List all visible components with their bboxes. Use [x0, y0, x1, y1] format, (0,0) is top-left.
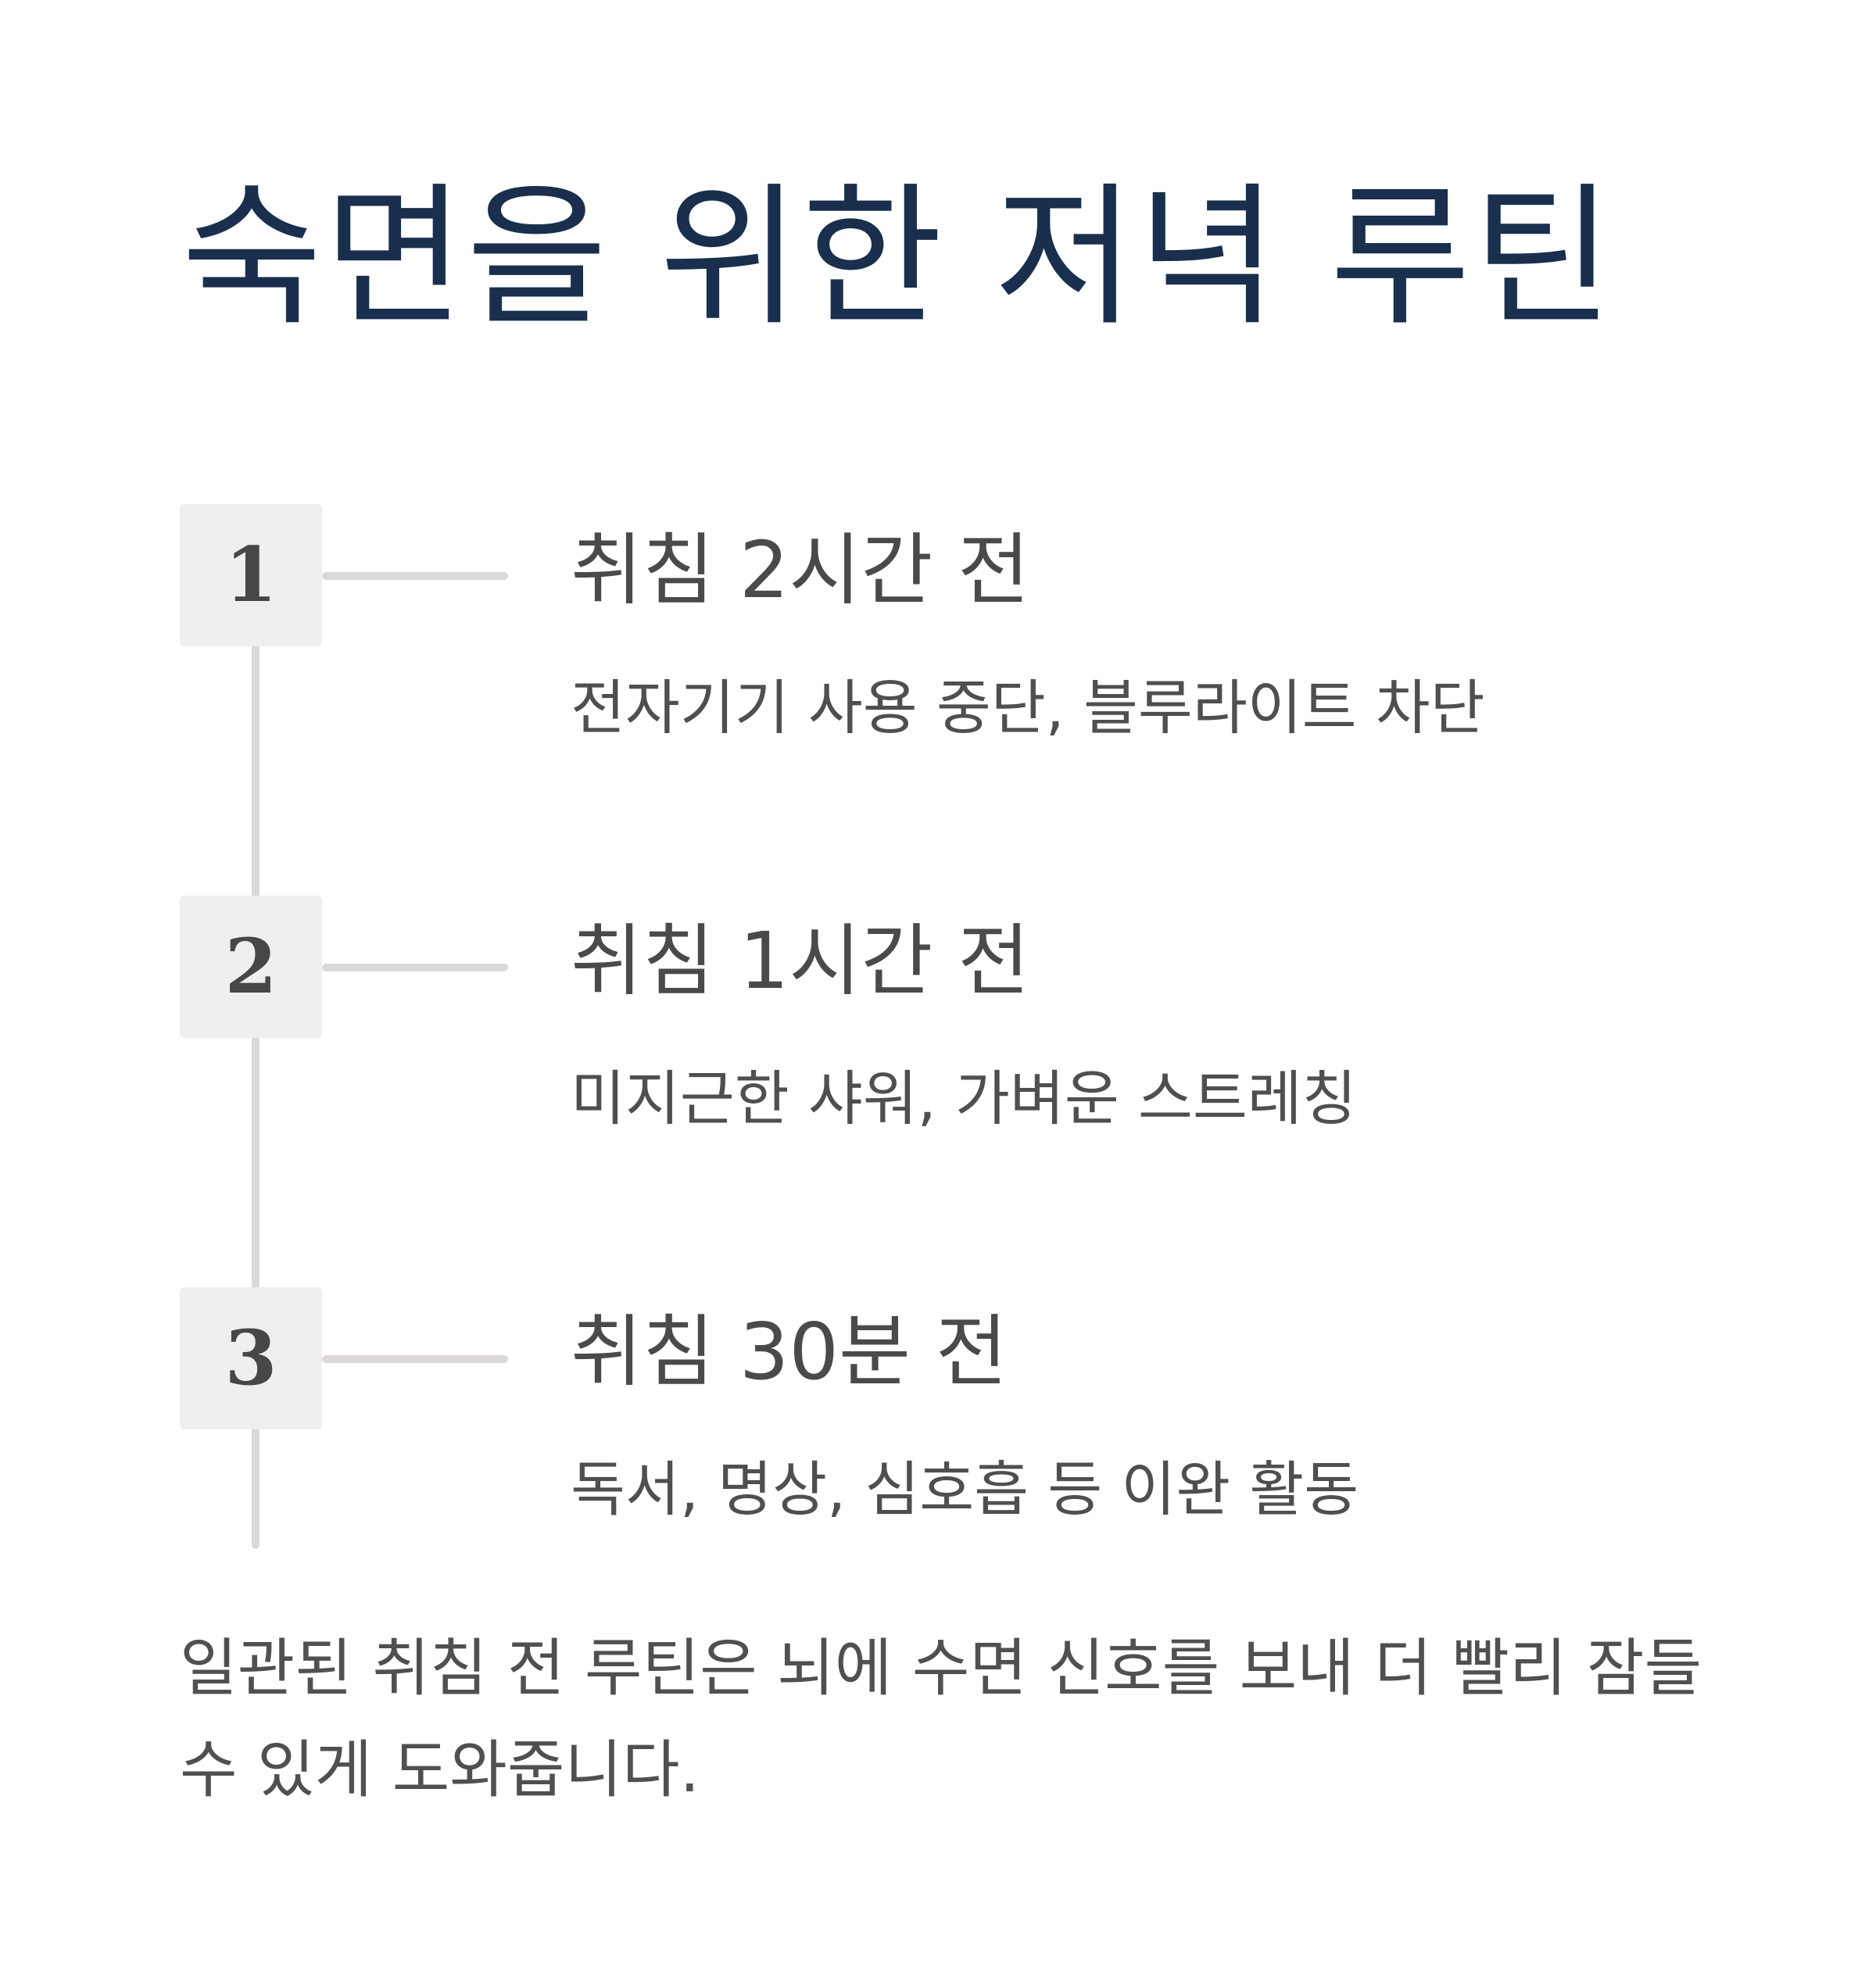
step-connector-2: [322, 964, 508, 971]
step-number: 2: [224, 922, 277, 1011]
step-heading-3: 취침 30분 전: [571, 1306, 1008, 1397]
step-heading-1: 취침 2시간 전: [571, 524, 1030, 616]
step-description-1: 전자기기 사용 중단, 블루라이트 차단: [571, 673, 1485, 742]
step-number: 3: [224, 1314, 277, 1402]
page-title: 숙면을 위한 저녁 루틴: [181, 169, 1615, 347]
step-connector-1: [322, 572, 508, 580]
step-connector-3: [322, 1355, 508, 1363]
step-number-box-2: 2: [180, 896, 322, 1038]
step-number: 1: [224, 531, 277, 619]
step-heading-2: 취침 1시간 전: [571, 915, 1030, 1007]
step-number-box-1: 1: [180, 504, 322, 646]
footer-summary: 일관된 취침 전 루틴은 뇌에 수면 신호를 보내 더 빨리 잠들 수 있게 도…: [180, 1632, 1702, 1806]
step-description-2: 미지근한 샤워, 가벼운 스트레칭: [571, 1064, 1357, 1133]
timeline-vertical-line: [252, 625, 260, 1549]
step-description-3: 독서, 명상, 심호흡 등 이완 활동: [571, 1454, 1359, 1524]
step-number-box-3: 3: [180, 1287, 322, 1429]
